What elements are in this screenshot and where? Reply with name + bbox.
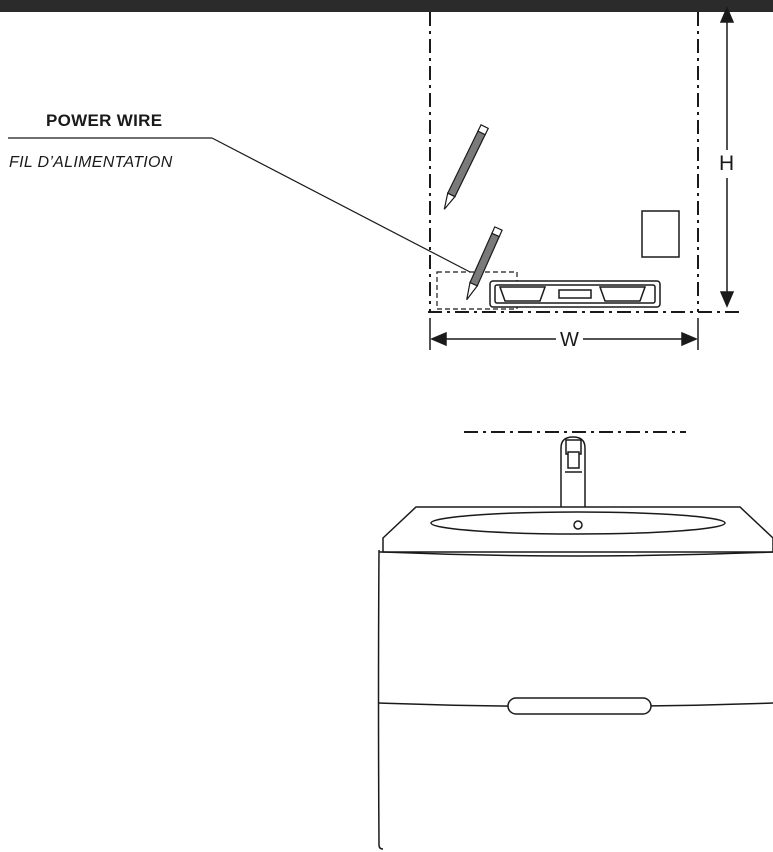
wall-box: [641, 210, 680, 258]
power-wire-label: POWER WIRE: [46, 111, 163, 130]
pencil-icon: [443, 124, 490, 210]
vanity-countertop: [382, 506, 773, 557]
power-wire-leader: [8, 137, 471, 273]
width-label: W: [556, 329, 583, 352]
header-bar: [0, 0, 773, 12]
spirit-level-icon: [489, 280, 661, 308]
height-label: H: [717, 150, 737, 178]
mounting-zone-outline: [428, 12, 740, 313]
power-wire-label-french: FIL D’ALIMENTATION: [9, 154, 173, 171]
pencil-icon: [466, 226, 503, 301]
drawer-handle[interactable]: [507, 697, 652, 715]
faucet-icon: [560, 436, 586, 509]
